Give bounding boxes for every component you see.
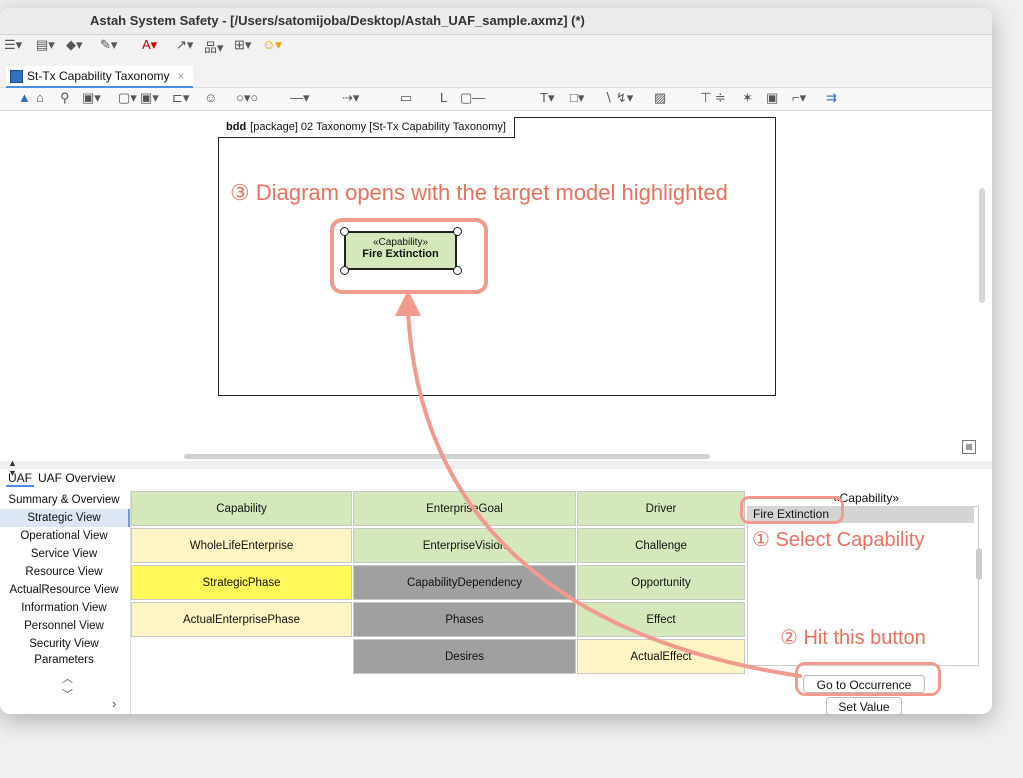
constraint-tool-icon[interactable]: ▢▾ bbox=[118, 90, 137, 106]
grid-cell[interactable]: WholeLifeEnterprise bbox=[131, 528, 352, 563]
grid-cell[interactable]: Phases bbox=[353, 602, 576, 637]
grid-cell[interactable]: Effect bbox=[577, 602, 745, 637]
window-title: Astah System Safety - [/Users/satomijoba… bbox=[90, 13, 585, 28]
overview-icon[interactable]: ▦ bbox=[962, 440, 976, 454]
nav-item-actualresource-view[interactable]: ActualResource View bbox=[0, 581, 128, 599]
grid-cell[interactable]: EnterpriseGoal bbox=[353, 491, 576, 526]
grid-cell[interactable]: Opportunity bbox=[577, 565, 745, 600]
auto-layout-icon[interactable]: ⇉ bbox=[826, 90, 837, 106]
tab-label: St-Tx Capability Taxonomy bbox=[27, 69, 170, 83]
grid-cell[interactable]: Capability bbox=[131, 491, 352, 526]
annotation-step-1: ① Select Capability bbox=[752, 527, 924, 552]
emoji-icon[interactable]: ☺▾ bbox=[262, 37, 282, 53]
font-color-icon[interactable]: A▾ bbox=[142, 37, 157, 53]
grid-cell[interactable]: EnterpriseVision bbox=[353, 528, 576, 563]
close-icon[interactable]: × bbox=[178, 69, 185, 83]
shape-tool-icon[interactable]: □▾ bbox=[570, 90, 584, 106]
interface-tool-icon[interactable]: ○▾○ bbox=[236, 90, 258, 106]
diagram-icon bbox=[10, 70, 23, 83]
main-toolbar: ☰▾ ▤▾ ◆▾ ✎▾ A▾ ↗▾ 品▾ ⊞▾ ☺▾ bbox=[0, 35, 992, 63]
selection-handle[interactable] bbox=[340, 266, 349, 275]
align-icon[interactable]: ☰▾ bbox=[4, 37, 22, 53]
grid-cell[interactable]: Driver bbox=[577, 491, 745, 526]
align-top-icon[interactable]: ⊤ ≑ bbox=[700, 90, 726, 106]
port-tool-icon[interactable]: ⊏▾ bbox=[172, 90, 189, 106]
value-tool-icon[interactable]: ▣▾ bbox=[140, 90, 159, 106]
nav-item-service-view[interactable]: Service View bbox=[0, 545, 128, 563]
canvas-vertical-scrollbar[interactable] bbox=[979, 188, 985, 303]
selection-handle[interactable] bbox=[453, 227, 462, 236]
nav-item-summary-overview[interactable]: Summary & Overview bbox=[0, 491, 128, 509]
nav-item-personnel-view[interactable]: Personnel View bbox=[0, 617, 128, 635]
annotation-step-2: ② Hit this button bbox=[780, 625, 926, 650]
rectangle-tool-icon[interactable]: ▭ bbox=[400, 90, 412, 106]
nav-item-security-view[interactable]: Security View bbox=[0, 635, 128, 653]
capability-stereotype: «Capability» bbox=[346, 237, 455, 248]
frame-kind: bdd bbox=[226, 121, 246, 133]
diagram-tab-bar: St-Tx Capability Taxonomy × bbox=[0, 63, 992, 88]
canvas-horizontal-scrollbar[interactable] bbox=[184, 454, 710, 459]
grid-cell[interactable]: Desires bbox=[353, 639, 576, 674]
nav-item-information-view[interactable]: Information View bbox=[0, 599, 128, 617]
fill-color-icon[interactable]: ◆▾ bbox=[66, 37, 83, 53]
nav-item-operational-view[interactable]: Operational View bbox=[0, 527, 128, 545]
layout-icon[interactable]: 品▾ bbox=[204, 37, 224, 56]
image-tool-icon[interactable]: ▨ bbox=[654, 90, 666, 106]
note-tool-icon[interactable]: ▢— bbox=[460, 90, 485, 106]
grid-cell[interactable]: ActualEnterprisePhase bbox=[131, 602, 352, 637]
diagram-frame-label: bdd [package] 02 Taxonomy [St-Tx Capabil… bbox=[218, 117, 515, 138]
tab-uaf[interactable]: UAF bbox=[6, 471, 34, 487]
line-color-icon[interactable]: ✎▾ bbox=[100, 37, 117, 53]
annotation-step-3: ③ Diagram opens with the target model hi… bbox=[230, 180, 728, 206]
grid-cell[interactable]: Challenge bbox=[577, 528, 745, 563]
frame-title: [package] 02 Taxonomy [St-Tx Capability … bbox=[250, 121, 506, 133]
nav-item-resource-view[interactable]: Resource View bbox=[0, 563, 128, 581]
bottom-tab-bar: UAF UAF Overview bbox=[6, 471, 115, 487]
chevron-right-icon[interactable]: › bbox=[112, 696, 116, 711]
nav-item-parameters[interactable]: Parameters bbox=[0, 653, 128, 665]
line-tool-icon[interactable]: L bbox=[440, 90, 447, 105]
tab-uaf-overview[interactable]: UAF Overview bbox=[38, 471, 115, 487]
frame-icon[interactable]: ▣ bbox=[766, 90, 778, 106]
package-tool-icon[interactable]: ⌂ bbox=[36, 90, 44, 105]
title-bar: Astah System Safety - [/Users/satomijoba… bbox=[0, 8, 992, 35]
grid-cell[interactable]: CapabilityDependency bbox=[353, 565, 576, 600]
instance-list-scrollbar[interactable] bbox=[976, 548, 982, 580]
generalization-tool-icon[interactable]: ⇢▾ bbox=[342, 90, 359, 106]
pen-tool-icon[interactable]: ∖ ↯▾ bbox=[604, 90, 633, 106]
selection-handle[interactable] bbox=[453, 266, 462, 275]
diagram-toolbar: ▲ ⌂ ⚲ ▣▾ ▢▾ ▣▾ ⊏▾ ☺ ○▾○ —▾ ⇢▾ ▭ L ▢— T▾ … bbox=[0, 88, 992, 111]
highlight-go-to-occurrence bbox=[795, 662, 941, 696]
distribute-icon[interactable]: ⊞▾ bbox=[234, 37, 251, 53]
set-value-button[interactable]: Set Value bbox=[826, 697, 902, 714]
block-tool-icon[interactable]: ▣▾ bbox=[82, 90, 101, 106]
highlight-selected-item bbox=[740, 496, 844, 524]
actor-tool-icon[interactable]: ☺ bbox=[204, 90, 217, 105]
capability-name: Fire Extinction bbox=[346, 248, 455, 260]
line-style-icon[interactable]: ↗▾ bbox=[176, 37, 193, 53]
select-tool-icon[interactable]: ▲ bbox=[18, 90, 31, 105]
diagram-frame bbox=[218, 117, 776, 396]
pin-tool-icon[interactable]: ⚲ bbox=[60, 90, 70, 106]
chevron-updown-icon[interactable]: ︿﹀ bbox=[62, 670, 73, 702]
grid-cell[interactable]: StrategicPhase bbox=[131, 565, 352, 600]
selection-handle[interactable] bbox=[340, 227, 349, 236]
grid-cell[interactable]: ActualEffect bbox=[577, 639, 745, 674]
connector-icon[interactable]: ⌐▾ bbox=[792, 90, 806, 106]
nav-item-strategic-view[interactable]: Strategic View bbox=[0, 509, 130, 527]
tab-st-tx-capability-taxonomy[interactable]: St-Tx Capability Taxonomy × bbox=[6, 66, 193, 88]
arrange-icon[interactable]: ▤▾ bbox=[36, 37, 55, 53]
panel-splitter[interactable] bbox=[0, 461, 992, 469]
pin-icon[interactable]: ✶ bbox=[742, 90, 753, 106]
capability-block[interactable]: «Capability» Fire Extinction bbox=[344, 231, 457, 270]
element-type-grid: Capability EnterpriseGoal Driver WholeLi… bbox=[131, 491, 746, 681]
association-tool-icon[interactable]: —▾ bbox=[290, 90, 310, 106]
text-tool-icon[interactable]: T▾ bbox=[540, 90, 554, 106]
